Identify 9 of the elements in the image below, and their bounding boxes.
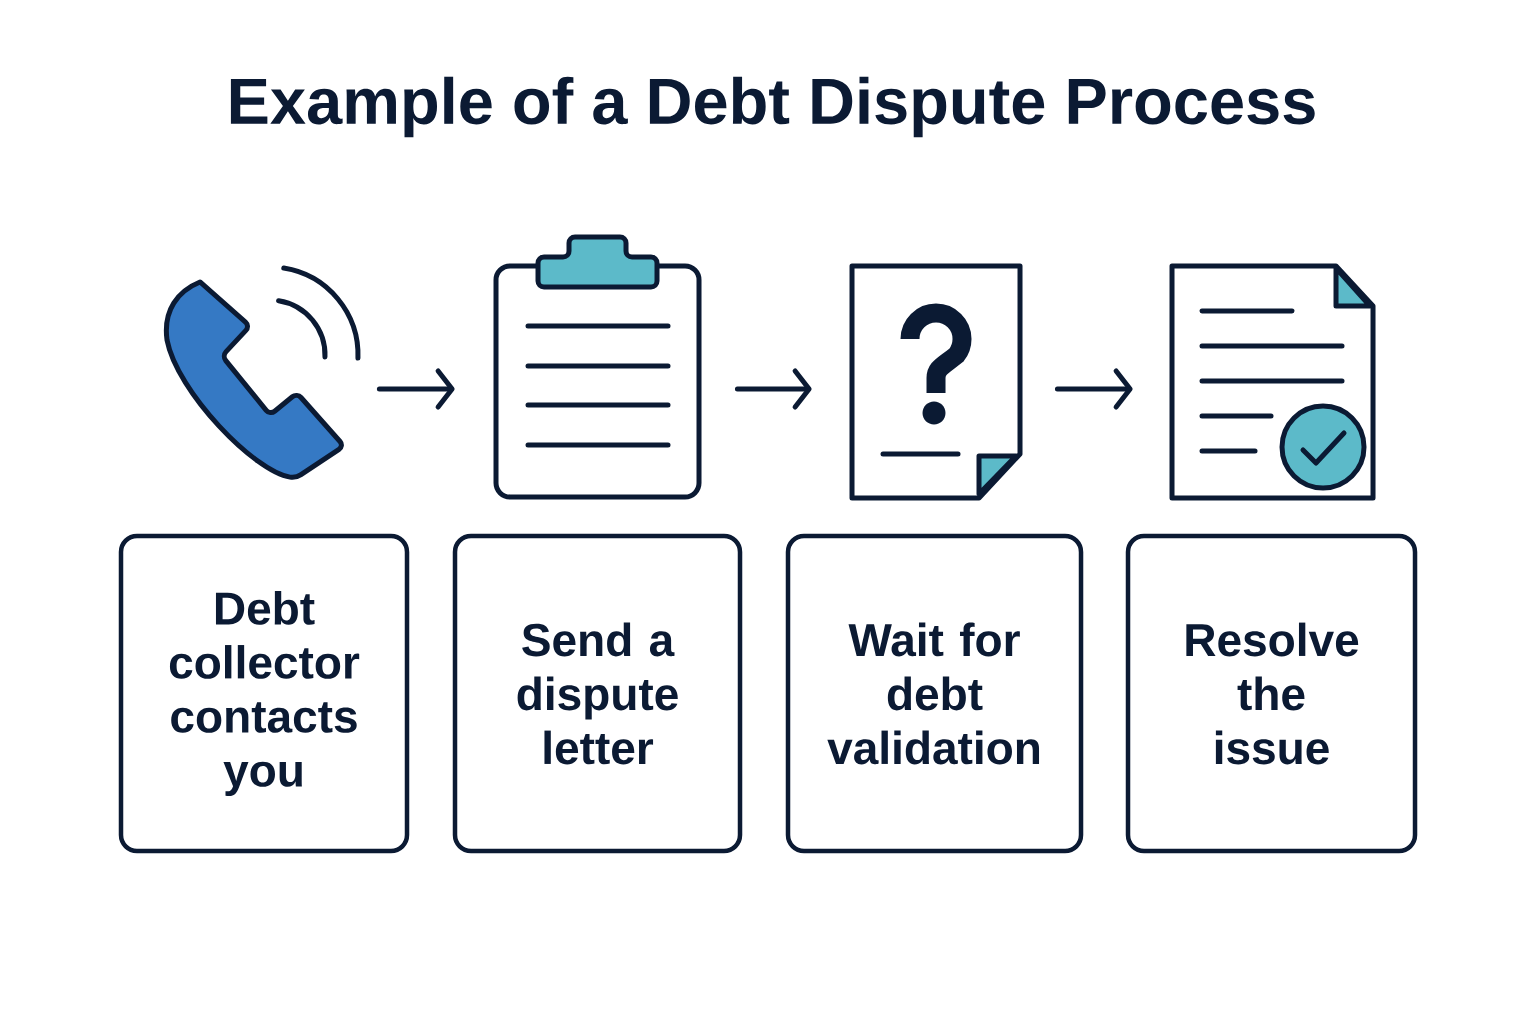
step-box: Wait for debt validation <box>785 533 1084 854</box>
step-box: Send a dispute letter <box>452 533 743 854</box>
phone-icon <box>163 265 361 480</box>
clipboard-icon <box>493 234 702 500</box>
question-document-icon <box>849 263 1023 501</box>
step-box: Debt collector contacts you <box>118 533 410 854</box>
title: Example of a Debt Dispute Process <box>230 76 1315 138</box>
step-box: Resolve the issue <box>1125 533 1418 854</box>
checked-document-icon <box>1169 263 1376 501</box>
